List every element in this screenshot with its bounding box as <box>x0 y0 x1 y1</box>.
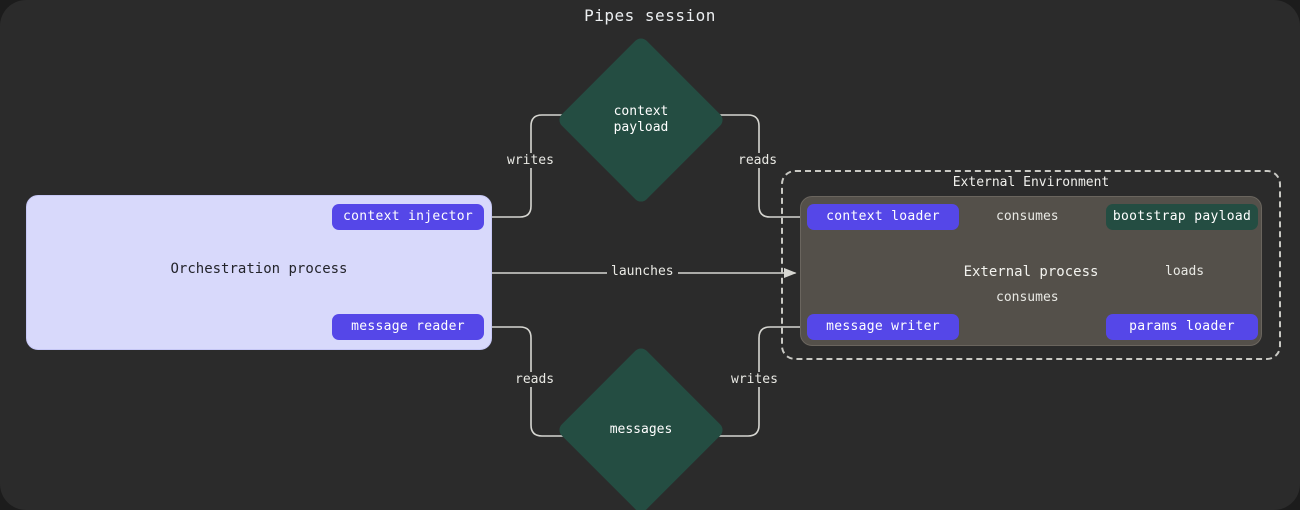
external-process-label: External process <box>963 264 1099 280</box>
store-messages[interactable]: messages <box>556 345 726 510</box>
node-params-loader[interactable]: params loader <box>1106 314 1258 340</box>
edge-label-writes-bottom: writes <box>727 372 782 387</box>
edge-label-loads: loads <box>1161 264 1209 279</box>
node-message-reader[interactable]: message reader <box>332 314 484 340</box>
edge-label-launches: launches <box>607 264 678 279</box>
store-context-payload[interactable]: context payload <box>556 35 726 205</box>
external-environment-box <box>781 170 1281 360</box>
edge-label-reads-bottom: reads <box>511 372 559 387</box>
orchestration-process-label: Orchestration process <box>170 261 348 277</box>
edge-label-consumes-message-writer: consumes <box>992 290 1063 305</box>
edge-label-reads-top: reads <box>734 153 782 168</box>
store-messages-label: messages <box>581 370 701 490</box>
node-context-injector[interactable]: context injector <box>332 204 484 230</box>
store-label-line2: payload <box>613 120 669 135</box>
store-label-line1: context <box>613 104 669 119</box>
node-bootstrap-payload[interactable]: bootstrap payload <box>1106 204 1258 230</box>
external-environment-label: External Environment <box>952 175 1110 190</box>
edge-label-consumes-context-loader: consumes <box>992 209 1063 224</box>
node-message-writer[interactable]: message writer <box>807 314 959 340</box>
store-label-line1: messages <box>609 422 673 437</box>
store-context-payload-label: context payload <box>581 60 701 180</box>
edge-label-writes-top: writes <box>503 153 558 168</box>
node-context-loader[interactable]: context loader <box>807 204 959 230</box>
page-title: Pipes session <box>584 6 716 25</box>
